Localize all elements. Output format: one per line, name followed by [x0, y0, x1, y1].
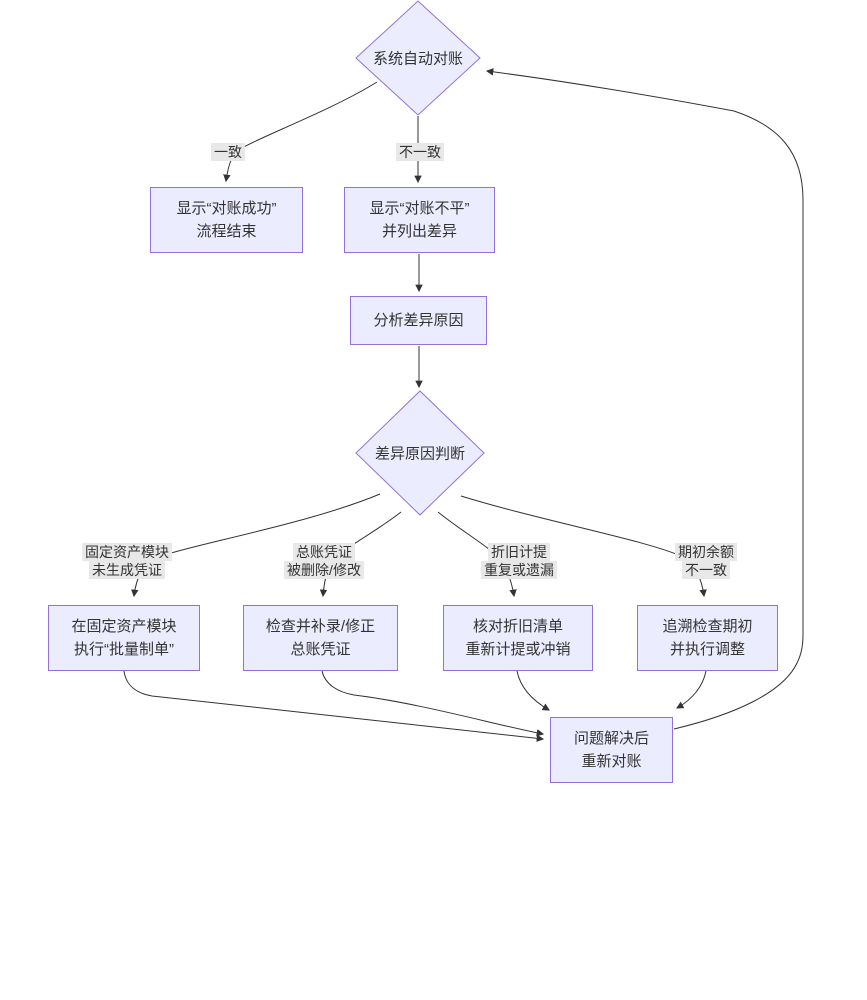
edge-redo-to-auto-reconcile [485, 68, 804, 730]
edge-label-cause-opening-balance-line1: 期初余额 [675, 543, 737, 561]
edge-fixed-asset-to-redo [123, 670, 545, 743]
node-redo-reconcile: 问题解决后 重新对账 [550, 717, 673, 783]
node-analyze-cause-label: 分析差异原因 [373, 312, 464, 329]
node-display-success: 显示“对账成功” 流程结束 [150, 187, 303, 253]
node-gl-voucher-fix: 检查并补录/修正 总账凭证 [243, 605, 398, 671]
edge-label-cause-depreciation-line2: 重复或遗漏 [481, 561, 557, 579]
node-fixed-asset-fix-line2: 执行“批量制单” [74, 641, 174, 658]
edge-label-match: 一致 [211, 143, 245, 161]
edge-label-match-text: 一致 [211, 143, 245, 161]
decision-auto-reconcile-label: 系统自动对账 [372, 50, 464, 68]
edge-label-cause-fixed-asset-line2: 未生成凭证 [89, 561, 165, 579]
edge-label-cause-fixed-asset-line1: 固定资产模块 [82, 543, 172, 561]
decision-cause-label: 差异原因判断 [374, 445, 466, 463]
edge-gl-voucher-to-redo [321, 670, 545, 737]
node-opening-balance-fix-line2: 并执行调整 [669, 641, 745, 658]
node-analyze-cause: 分析差异原因 [350, 296, 487, 345]
edge-label-mismatch: 不一致 [396, 143, 444, 161]
node-display-success-line1: 显示“对账成功” [176, 200, 277, 217]
edge-label-cause-depreciation: 折旧计提 重复或遗漏 [481, 543, 557, 579]
edge-label-cause-opening-balance-line2: 不一致 [682, 561, 730, 579]
node-display-unbalanced-line2: 并列出差异 [381, 223, 457, 240]
node-depreciation-fix-line2: 重新计提或冲销 [465, 641, 571, 658]
edge-label-cause-gl-voucher-line2: 被删除/修改 [284, 561, 364, 579]
node-fixed-asset-fix-line1: 在固定资产模块 [71, 618, 177, 635]
edge-label-cause-gl-voucher: 总账凭证 被删除/修改 [284, 543, 364, 579]
node-redo-reconcile-line1: 问题解决后 [573, 730, 649, 747]
edge-opening-balance-to-redo [676, 670, 707, 709]
edge-label-cause-gl-voucher-line1: 总账凭证 [292, 543, 355, 561]
node-depreciation-fix-line1: 核对折旧清单 [472, 618, 563, 635]
node-display-unbalanced-line1: 显示“对账不平” [369, 200, 470, 217]
decision-auto-reconcile-shape [355, 0, 481, 116]
edge-label-cause-depreciation-line1: 折旧计提 [488, 543, 550, 561]
edge-label-cause-fixed-asset: 固定资产模块 未生成凭证 [82, 543, 172, 579]
node-display-unbalanced: 显示“对账不平” 并列出差异 [344, 187, 495, 253]
edge-depreciation-to-redo [516, 670, 550, 711]
node-fixed-asset-fix: 在固定资产模块 执行“批量制单” [48, 605, 200, 671]
node-opening-balance-fix: 追溯检查期初 并执行调整 [637, 605, 778, 671]
node-redo-reconcile-line2: 重新对账 [581, 753, 642, 770]
edge-label-cause-opening-balance: 期初余额 不一致 [675, 543, 737, 579]
node-gl-voucher-fix-line2: 总账凭证 [290, 641, 351, 658]
node-opening-balance-fix-line1: 追溯检查期初 [662, 618, 753, 635]
node-gl-voucher-fix-line1: 检查并补录/修正 [265, 618, 376, 635]
node-depreciation-fix: 核对折旧清单 重新计提或冲销 [443, 605, 593, 671]
decision-cause-shape [355, 390, 485, 516]
edge-label-mismatch-text: 不一致 [396, 143, 444, 161]
edge-match [223, 81, 378, 183]
node-display-success-line2: 流程结束 [196, 223, 257, 240]
